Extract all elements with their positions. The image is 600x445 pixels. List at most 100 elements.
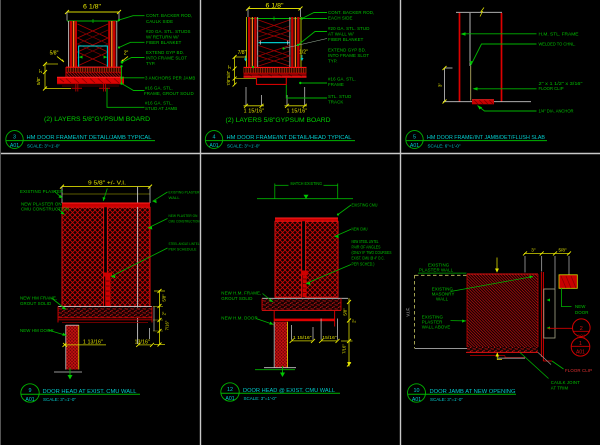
svg-text:SCALE: 3"=1'-0": SCALE: 3"=1'-0" [43,397,76,403]
svg-text:2": 2" [162,311,167,315]
svg-text:7/8": 7/8" [238,50,247,56]
svg-text:TRACK: TRACK [328,100,343,105]
svg-text:(2) LAYERS 5/8"GYPSUM BOARD: (2) LAYERS 5/8"GYPSUM BOARD [226,117,332,124]
svg-text:MATCH EXISTING: MATCH EXISTING [291,181,323,186]
svg-text:7/8": 7/8" [226,78,231,86]
svg-text:CONT. BACKER ROD,: CONT. BACKER ROD, [328,10,374,15]
svg-text:#20 GA. STL. STUDS: #20 GA. STL. STUDS [146,29,191,34]
svg-text:EACH SIDE: EACH SIDE [328,15,353,20]
svg-text:PER SCHEDULE: PER SCHEDULE [169,246,197,251]
svg-text:INTO FRAME SLOT: INTO FRAME SLOT [328,53,369,58]
svg-text:SCALE: 3"=1'-0": SCALE: 3"=1'-0" [430,397,463,403]
svg-text:EXISTING PLASTER: EXISTING PLASTER [169,190,200,195]
svg-text:2": 2" [124,51,129,57]
svg-text:A01: A01 [412,397,421,403]
svg-text:NEW HM FRAME,: NEW HM FRAME, [20,296,57,301]
svg-text:EXIST. CMU @ 4" O.C.: EXIST. CMU @ 4" O.C. [352,256,385,261]
svg-text:#16 GA. STL.: #16 GA. STL. [328,77,356,82]
svg-text:FIBER BLANKET: FIBER BLANKET [146,40,182,45]
svg-text:1: 1 [579,341,582,347]
svg-text:WALL ABOVE: WALL ABOVE [422,325,451,330]
svg-text:2: 2 [580,326,583,332]
svg-text:FIBER BLANKET: FIBER BLANKET [328,37,364,42]
svg-text:5/8": 5/8" [343,308,348,316]
svg-text:NEW PLASTER ON: NEW PLASTER ON [21,201,62,206]
svg-text:H.M. STL. FRAME: H.M. STL. FRAME [539,31,579,36]
svg-text:A01: A01 [225,396,234,402]
svg-text:3": 3" [438,83,443,88]
svg-text:PAIR OF ANGLES: PAIR OF ANGLES [352,245,381,250]
svg-text:(2) LAYERS 5/8"GYPSUM BOARD: (2) LAYERS 5/8"GYPSUM BOARD [44,116,151,123]
svg-text:EXISTING PLASTER: EXISTING PLASTER [20,189,63,194]
svg-text:A01: A01 [10,143,19,149]
svg-text:3": 3" [531,248,536,253]
svg-text:9 5/8" +/- V.I.: 9 5/8" +/- V.I. [88,180,126,186]
svg-text:HM DOOR FRAME/INT DETAIL/JAMB: HM DOOR FRAME/INT DETAIL/JAMB TYPICAL [27,135,152,141]
svg-text:HM DOOR FRAME/INT DETAIL/HEAD: HM DOOR FRAME/INT DETAIL/HEAD TYPICAL [227,135,352,141]
svg-text:6 1/8": 6 1/8" [266,3,284,9]
svg-text:AT TRIM: AT TRIM [551,385,569,390]
svg-text:EXTEND GYP BD.: EXTEND GYP BD. [328,48,366,53]
svg-text:STUD AT JAMB: STUD AT JAMB [145,106,177,111]
svg-text:NEW CMU: NEW CMU [352,227,368,232]
svg-text:13/16": 13/16" [135,339,151,345]
svg-text:5/8": 5/8" [36,77,41,85]
svg-text:A01: A01 [209,143,218,149]
svg-text:PLASTER WALL: PLASTER WALL [419,268,454,273]
svg-text:INTO FRAME SLOT: INTO FRAME SLOT [146,56,187,61]
svg-text:TYP.: TYP. [328,59,338,64]
svg-text:AT WALL W/: AT WALL W/ [328,31,354,36]
svg-text:NEW H.M. FRAME,: NEW H.M. FRAME, [221,290,261,295]
svg-text:EXISTING: EXISTING [428,262,450,267]
svg-text:EXISTING CMU: EXISTING CMU [352,202,378,207]
svg-text:DOOR: DOOR [575,310,589,315]
svg-text:#16 GA. STL.: #16 GA. STL. [145,86,173,91]
svg-text:1/4" DIA. ANCHOR: 1/4" DIA. ANCHOR [539,109,574,114]
svg-text:12: 12 [227,387,233,393]
svg-text:FRAME: FRAME [328,82,344,87]
svg-text:STEEL ANGLE LINTEL: STEEL ANGLE LINTEL [169,241,200,246]
svg-text:2": 2" [352,319,357,323]
svg-text:PLASTER: PLASTER [422,320,443,325]
svg-text:9: 9 [29,388,32,394]
svg-text:5/8": 5/8" [50,51,59,57]
svg-text:5: 5 [413,135,416,141]
svg-text:5/8": 5/8" [226,70,231,78]
svg-text:CMU CONSTRUCTION: CMU CONSTRUCTION [21,207,69,212]
svg-text:1 15/16": 1 15/16" [244,109,265,115]
svg-text:2" x 1 1/2" x 3/16": 2" x 1 1/2" x 3/16" [539,81,584,86]
svg-text:A01: A01 [25,397,34,403]
svg-text:5/8": 5/8" [162,294,167,302]
svg-text:1/2": 1/2" [299,50,308,56]
svg-text:1 13/16": 1 13/16" [83,339,103,345]
svg-text:WELDED TO CHNL.: WELDED TO CHNL. [539,41,576,46]
svg-text:NEW PLASTER ON: NEW PLASTER ON [169,213,198,218]
svg-text:HM DOOR FRAME/INT JAMB/DET/FLU: HM DOOR FRAME/INT JAMB/DET/FLUSH SLAB [427,135,545,141]
svg-text:TYP.: TYP. [146,61,156,66]
svg-text:STL. STUD: STL. STUD [328,94,351,99]
svg-text:W/ RETURN W/: W/ RETURN W/ [146,35,179,40]
svg-text:NEW HM DOOR: NEW HM DOOR [20,328,54,333]
svg-text:EXISTING: EXISTING [422,315,444,320]
svg-text:V.I.F.: V.I.F. [406,307,411,316]
svg-text:NEW H.M. DOOR: NEW H.M. DOOR [221,315,257,320]
svg-text:PER SCHED.): PER SCHED.) [352,261,375,266]
svg-text:SCALE: 3"=1'-0": SCALE: 3"=1'-0" [244,396,277,402]
svg-text:WALL: WALL [436,296,449,301]
svg-text:SCALE: 3"=1'-0": SCALE: 3"=1'-0" [227,144,260,150]
svg-text:6 1/8": 6 1/8" [83,5,101,11]
svg-text:1 15/16": 1 15/16" [293,335,312,341]
svg-text:A01: A01 [577,333,586,338]
svg-text:WALL: WALL [169,195,181,200]
svg-text:1 15/16": 1 15/16" [287,109,308,115]
svg-text:EXISTING: EXISTING [432,287,454,292]
svg-text:GROUT SOLID: GROUT SOLID [221,296,252,301]
svg-text:FRAME, GROUT SOLID: FRAME, GROUT SOLID [144,91,194,96]
svg-text:5/8": 5/8" [558,248,566,253]
svg-text:4: 4 [213,135,216,141]
svg-text:DOOR HEAD @ EXIST. CMU WALL: DOOR HEAD @ EXIST. CMU WALL [243,388,335,394]
svg-text:CMU CONSTRUCTION: CMU CONSTRUCTION [169,218,200,223]
svg-text:NEW STEEL LINTEL: NEW STEEL LINTEL [352,239,379,244]
svg-text:#20 GA. STL. STUD: #20 GA. STL. STUD [328,26,369,31]
svg-text:SCALE: 3"=1'-0": SCALE: 3"=1'-0" [27,144,60,150]
